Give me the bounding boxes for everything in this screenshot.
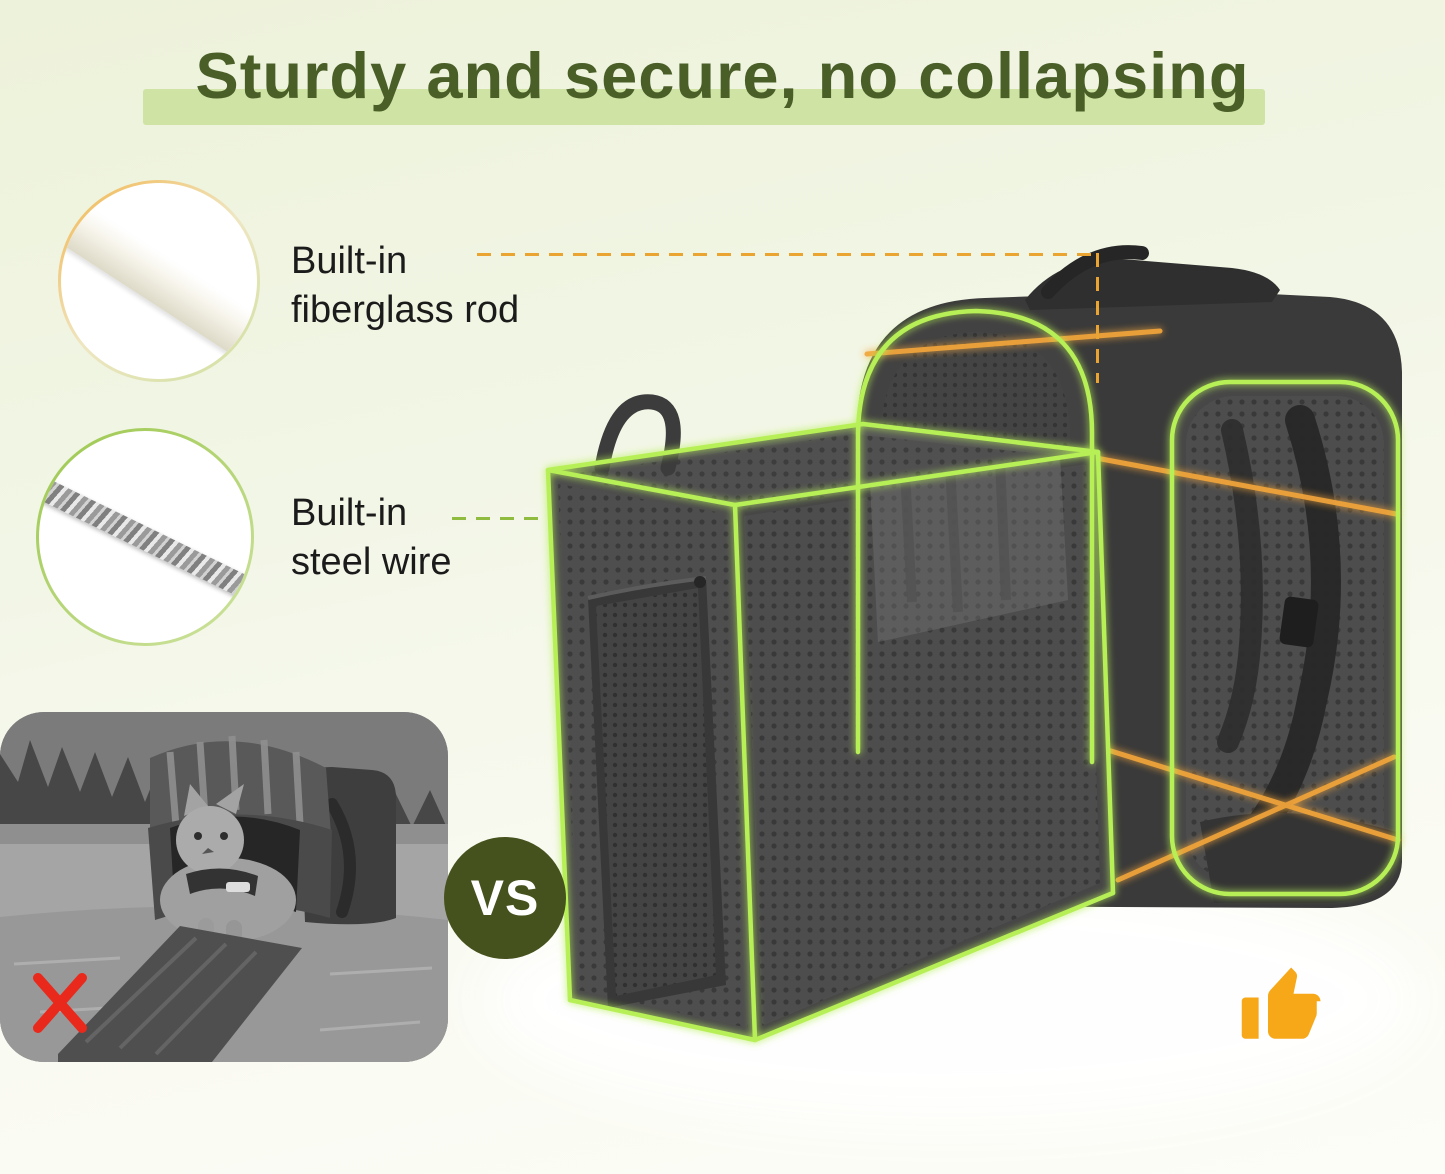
fiberglass-rod-label-line2: fiberglass rod [291, 288, 520, 331]
steel-wire-frame-lines [545, 308, 1401, 1043]
title-highlight [143, 89, 1265, 125]
fiberglass-rod-lines [864, 328, 1401, 883]
thumbs-up-icon [1241, 967, 1321, 1039]
steel-wire-label: Built-in steel wire [291, 489, 452, 586]
vs-label: VS [470, 870, 540, 926]
expansion-cube [548, 394, 1113, 1040]
fiberglass-leader-line-horizontal [477, 253, 1098, 256]
vs-badge: VS [444, 837, 566, 959]
collapsed-carrier-scene [0, 712, 448, 1062]
fiberglass-rod-icon [58, 180, 260, 382]
fiberglass-rod-label: Built-in fiberglass rod [291, 237, 519, 334]
fiberglass-leader-line-vertical [1096, 253, 1099, 383]
cat-figure [160, 784, 296, 956]
steel-wire-sample [39, 463, 251, 614]
fiberglass-rod-sample [61, 190, 257, 370]
page-title: Sturdy and secure, no collapsing [195, 39, 1250, 112]
steel-wire-label-line2: steel wire [291, 540, 452, 583]
fiberglass-rod-label-line1: Built-in [291, 240, 408, 282]
steel-wire-icon [36, 428, 254, 646]
steel-wire-leader-line [452, 517, 548, 520]
collapsed-carrier-photo [0, 712, 448, 1062]
steel-wire-label-line1: Built-in [291, 492, 408, 534]
x-mark-icon [33, 973, 87, 1033]
